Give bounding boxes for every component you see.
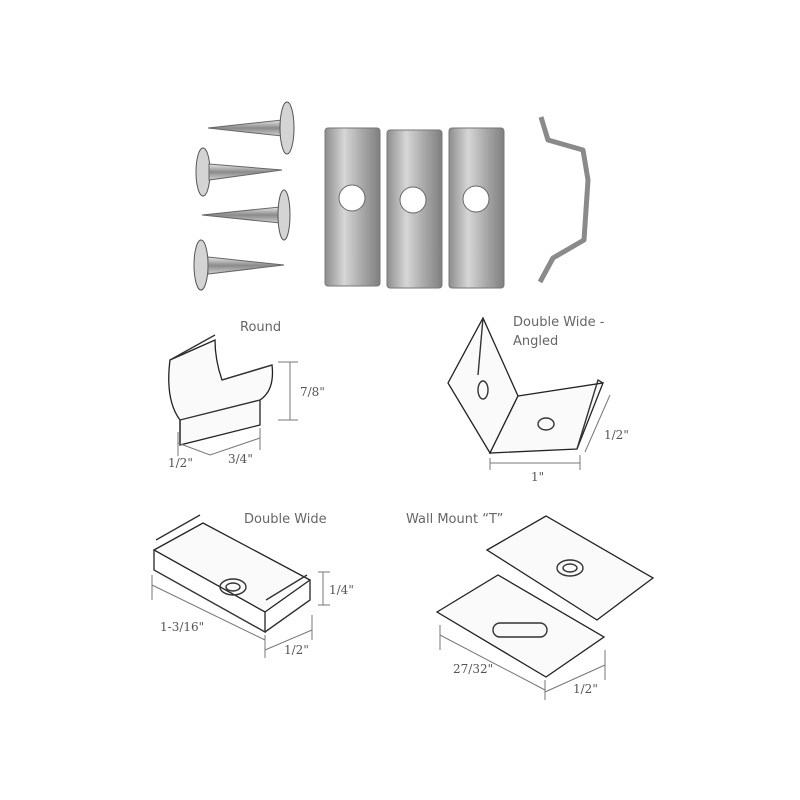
clip-icon <box>324 127 381 287</box>
double-wide-drawing <box>151 514 330 658</box>
wmt-title: Wall Mount “T” <box>406 512 504 527</box>
round-title: Round <box>240 320 282 335</box>
dw-width-dim: 1/2" <box>284 643 309 657</box>
round-width-dim: 3/4" <box>228 452 253 466</box>
round-height-dim: 7/8" <box>300 385 325 399</box>
dwa-depth-dim: 1/2" <box>604 428 629 442</box>
wmt-length-dim: 27/32" <box>453 662 494 676</box>
dw-title: Double Wide <box>244 512 327 527</box>
screw-icon <box>201 189 291 241</box>
bracket-icon <box>537 116 591 284</box>
dw-height-dim: 1/4" <box>329 583 354 597</box>
dw-length-dim: 1-3/16" <box>160 620 205 634</box>
screw-icon <box>195 147 283 197</box>
round-depth-dim: 1/2" <box>168 456 193 470</box>
round-clip-drawing <box>168 334 298 456</box>
dwa-title-line2: Angled <box>513 334 559 349</box>
wmt-width-dim: 1/2" <box>573 682 598 696</box>
screw-icon <box>207 101 295 155</box>
clip-icon <box>448 127 505 289</box>
wall-mount-t-drawing <box>435 515 655 700</box>
dwa-title-line1: Double Wide - <box>513 315 605 330</box>
screw-icon <box>193 239 285 291</box>
clip-icon <box>386 129 443 289</box>
dwa-width-dim: 1" <box>531 470 545 484</box>
double-wide-angled-drawing <box>447 316 611 470</box>
